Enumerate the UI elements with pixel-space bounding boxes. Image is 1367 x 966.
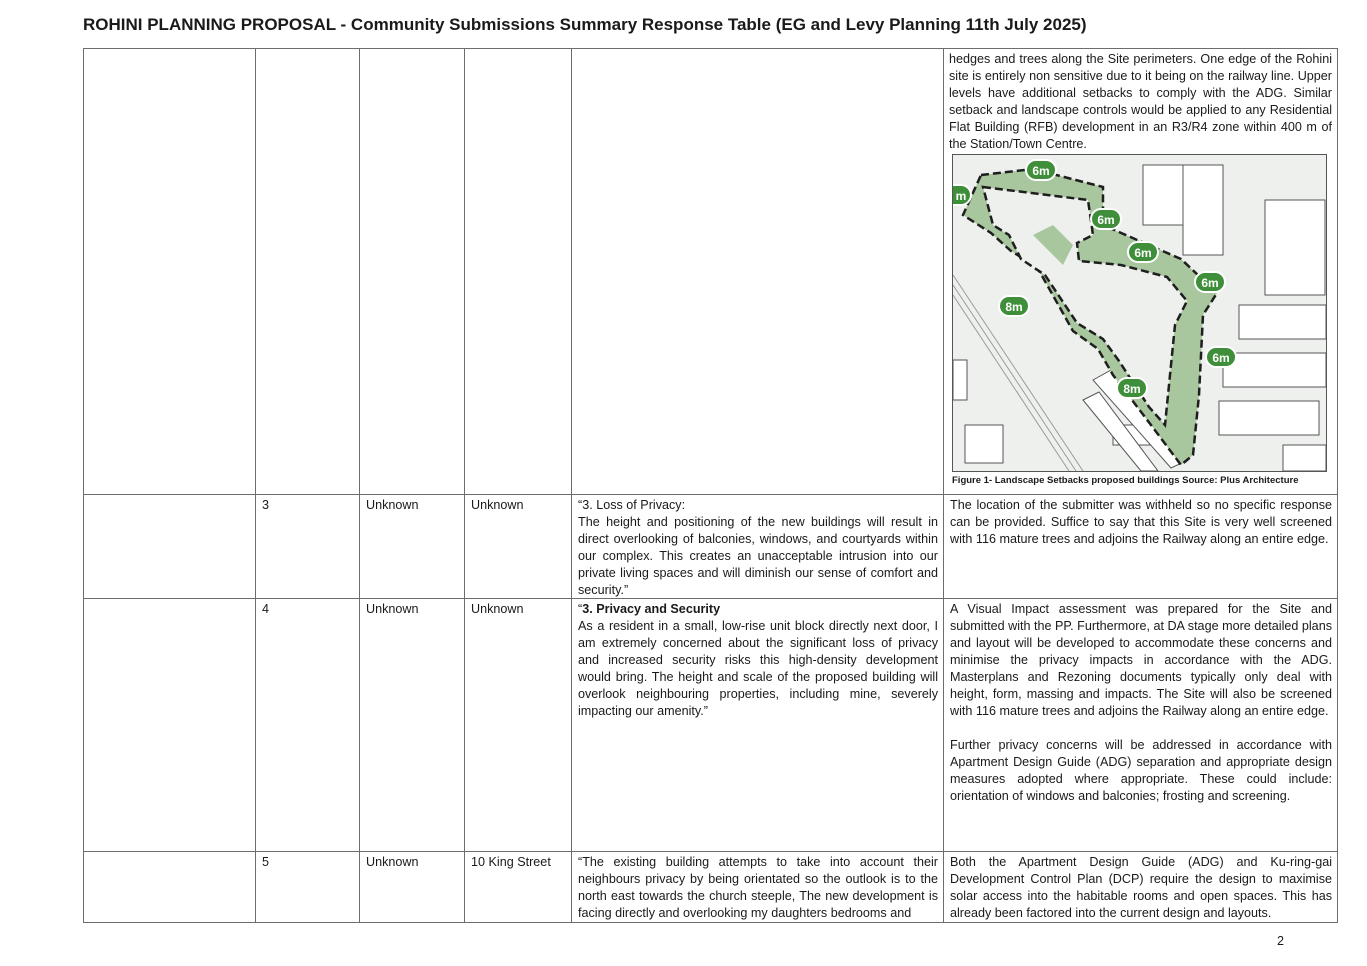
figure-caption: Figure 1- Landscape Setbacks proposed bu…: [952, 475, 1299, 487]
table-row: 4 Unknown Unknown “3. Privacy and Securi…: [83, 598, 1338, 853]
cell-empty: [83, 598, 256, 853]
cell-empty: [83, 851, 256, 924]
svg-text:6m: 6m: [1097, 213, 1114, 227]
response-paragraph: A Visual Impact assessment was prepared …: [950, 602, 1332, 718]
setback-badge: 6m: [1127, 241, 1159, 264]
cell-submission: “3. Loss of Privacy: The height and posi…: [571, 493, 944, 600]
response-table: hedges and trees along the Site perimete…: [83, 48, 1338, 924]
cell-empty: [83, 48, 256, 495]
cell-address: [464, 48, 572, 495]
svg-text:6m: 6m: [1134, 246, 1151, 260]
svg-text:6m: 6m: [1201, 276, 1218, 290]
svg-text:6m: 6m: [1212, 351, 1229, 365]
setback-badge: 8m: [998, 295, 1030, 318]
railway-lines: [953, 275, 1084, 472]
table-row: hedges and trees along the Site perimete…: [83, 48, 1338, 495]
table-row: 5 Unknown 10 King Street “The existing b…: [83, 851, 1338, 924]
cell-submission: “3. Privacy and Security As a resident i…: [571, 598, 944, 853]
cell-address: Unknown: [464, 493, 572, 600]
setback-badge: 6m: [1194, 271, 1226, 294]
cell-response: Both the Apartment Design Guide (ADG) an…: [943, 851, 1338, 924]
cell-no: 4: [255, 598, 360, 853]
cell-name: Unknown: [359, 851, 465, 924]
setback-badge: 6m: [1025, 159, 1057, 182]
setback-badge: m: [953, 184, 972, 207]
setback-badge: 6m: [1090, 208, 1122, 231]
svg-text:m: m: [956, 189, 967, 203]
cell-submission: [571, 48, 944, 495]
cell-response: The location of the submitter was withhe…: [943, 493, 1338, 600]
cell-name: Unknown: [359, 493, 465, 600]
cell-no: 3: [255, 493, 360, 600]
page-title: ROHINI PLANNING PROPOSAL - Community Sub…: [83, 15, 1087, 34]
cell-address: Unknown: [464, 598, 572, 853]
cell-submission: “The existing building attempts to take …: [571, 851, 944, 924]
submission-heading: “3. Privacy and Security: [578, 602, 721, 617]
site-plan-map: 6m 6m 6m 6m 6m 8m 8m m: [953, 155, 1326, 472]
submission-text: As a resident in a small, low-rise unit …: [578, 619, 938, 718]
setback-badge: 8m: [1116, 377, 1148, 400]
setback-figure: 6m 6m 6m 6m 6m 8m 8m m: [952, 154, 1327, 473]
building-footprint: [981, 185, 1189, 429]
cell-address: 10 King Street: [464, 851, 572, 924]
cell-no: 5: [255, 851, 360, 924]
cell-empty: [83, 494, 256, 600]
cell-no: [255, 48, 360, 495]
response-paragraph: Further privacy concerns will be address…: [950, 737, 1332, 803]
svg-text:8m: 8m: [1005, 300, 1022, 314]
table-row: 3 Unknown Unknown “3. Loss of Privacy: T…: [83, 493, 1338, 600]
page-number: 2: [1277, 934, 1285, 948]
svg-text:8m: 8m: [1123, 382, 1140, 396]
cell-response: A Visual Impact assessment was prepared …: [943, 598, 1338, 853]
cell-name: [359, 48, 465, 495]
cell-response: hedges and trees along the Site perimete…: [943, 48, 1338, 495]
setback-badge: 6m: [1205, 346, 1237, 369]
response-text: hedges and trees along the Site perimete…: [949, 52, 1332, 151]
cell-name: Unknown: [359, 598, 465, 853]
svg-text:6m: 6m: [1032, 164, 1049, 178]
